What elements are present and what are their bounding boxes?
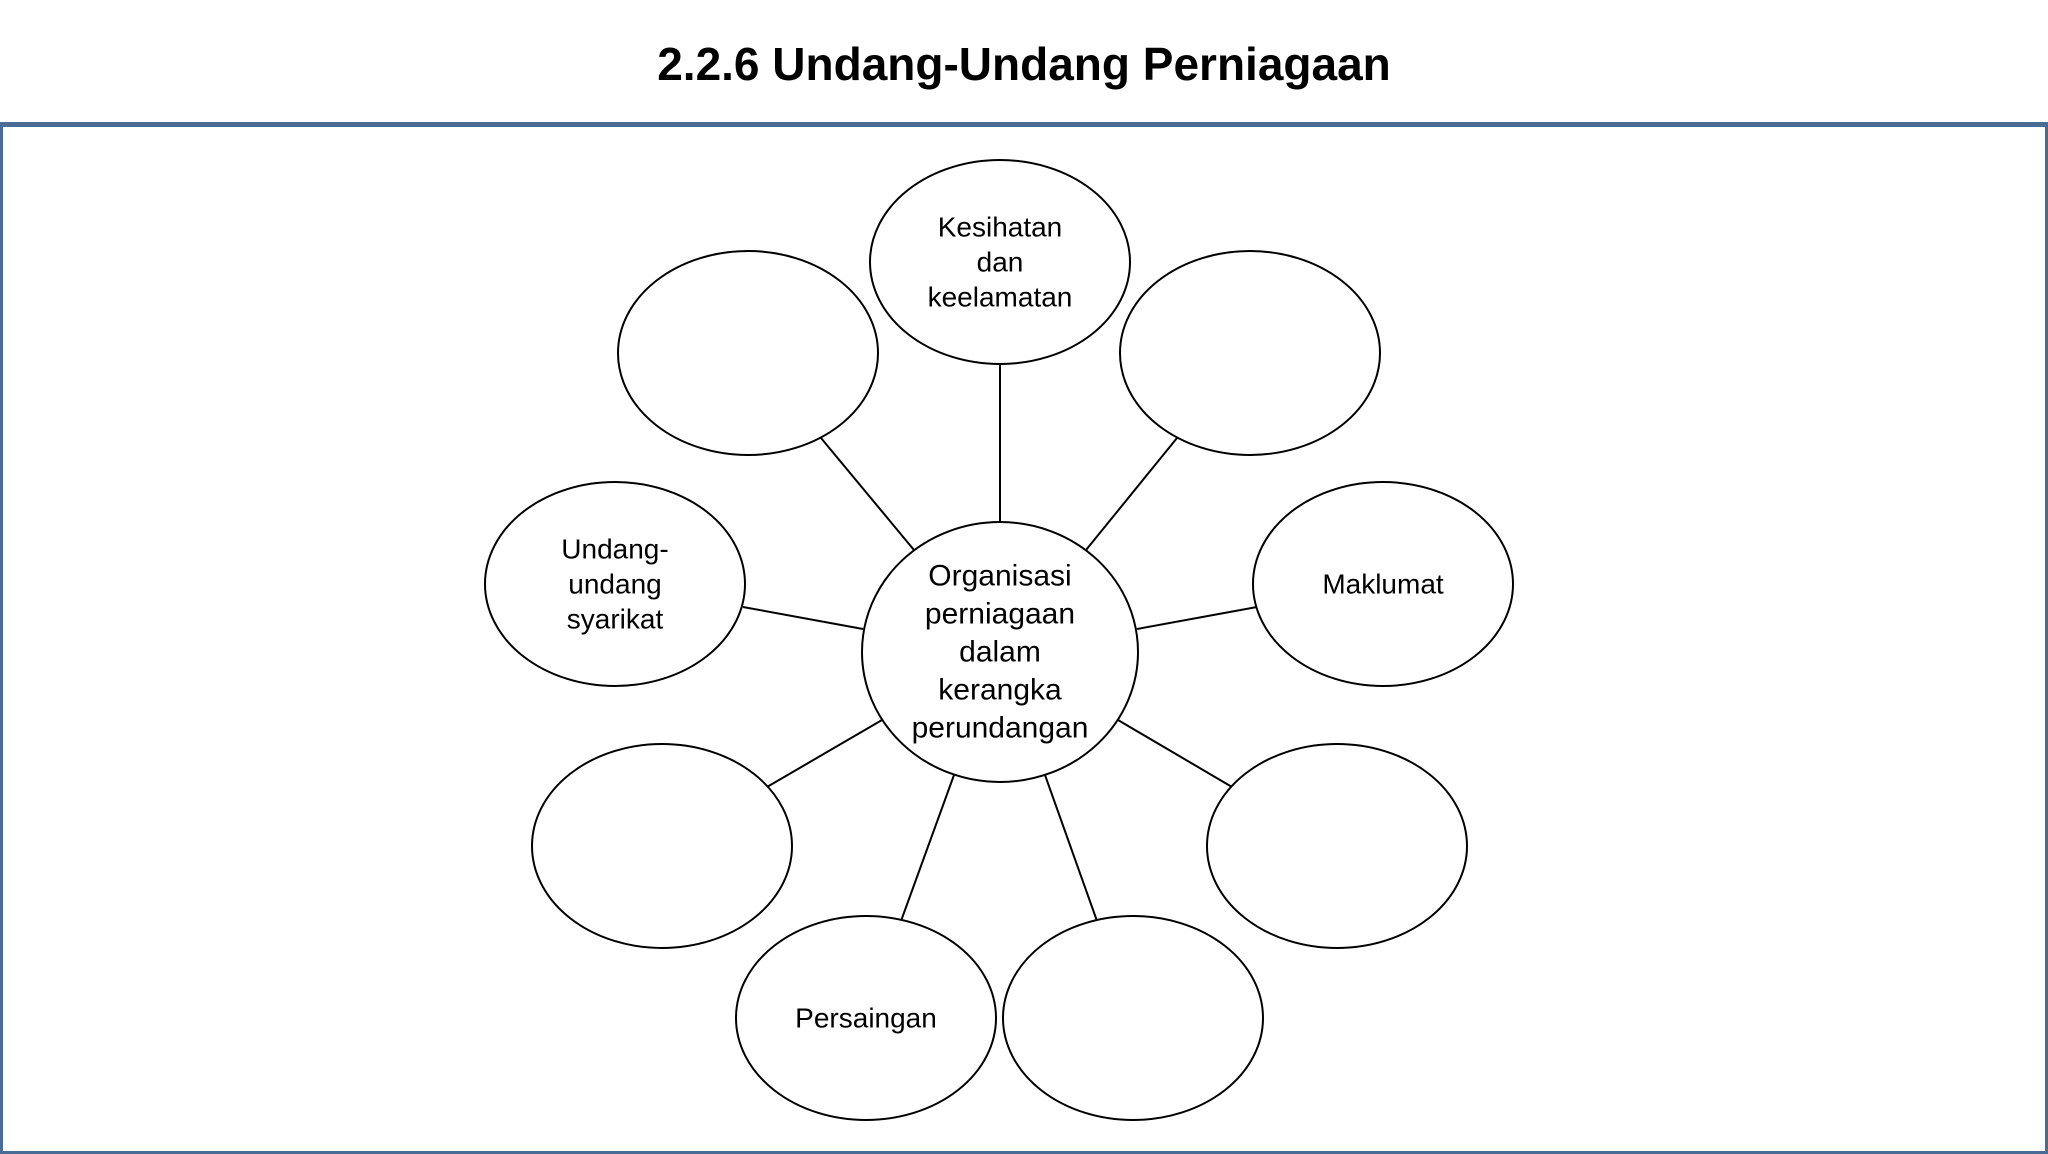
ellipse-bottom-left [735,915,997,1121]
node-top-right [1119,250,1381,456]
center-label-line-2: perniagaan [925,598,1075,631]
connector-mid-right [1136,606,1258,630]
node-lower-left [531,743,793,949]
node-top-label-line-3: keelamatan [928,282,1073,313]
ellipse-lower-left [531,743,793,949]
center-label-line-1: Organisasi [928,560,1071,593]
node-bottom-right [1002,915,1264,1121]
node-mid-right: Maklumat [1252,481,1514,687]
ellipse-bottom-right [1002,915,1264,1121]
center-ellipse [861,521,1139,783]
connector-lower-left [766,719,883,788]
node-bottom-left-label-line-1: Persaingan [795,1003,937,1034]
connector-top-left [820,437,915,551]
ellipse-top [869,159,1131,365]
ellipse-top-left [617,250,879,456]
connector-top-right [1085,437,1178,551]
node-mid-left-label-line-2: undang [568,569,661,600]
node-mid-left-label-line-3: syarikat [567,604,664,635]
ellipse-lower-right [1206,743,1468,949]
connector-mid-left [742,606,864,630]
node-lower-right [1206,743,1468,949]
ellipse-top-right [1119,250,1381,456]
node-mid-left-label-line-1: Undang- [561,534,668,565]
center-label-line-4: kerangka [938,674,1062,707]
ellipse-mid-left [484,481,746,687]
center-label-line-5: perundangan [912,712,1089,745]
ellipse-mid-right [1252,481,1514,687]
node-mid-left: Undang-undang syarikat [484,481,746,687]
connector-bottom-right [1044,774,1098,922]
center-node: Organisasi perniagaan dalam kerangka perunda… [861,521,1139,783]
node-mid-right-label-line-1: Maklumat [1322,569,1444,600]
node-bottom-left: Persaingan [735,915,997,1121]
connector-lower-right [1117,719,1233,788]
slide-title: 2.2.6 Undang-Undang Perniagaan [657,38,1391,90]
center-label-line-3: dalam [959,636,1041,669]
node-top-label-line-1: Kesihatan [938,212,1063,243]
node-top: Kesihatan dan keelamatan [869,159,1131,365]
node-top-left [617,250,879,456]
connector-bottom-left [900,774,955,922]
node-top-label-line-2: dan [977,247,1024,278]
